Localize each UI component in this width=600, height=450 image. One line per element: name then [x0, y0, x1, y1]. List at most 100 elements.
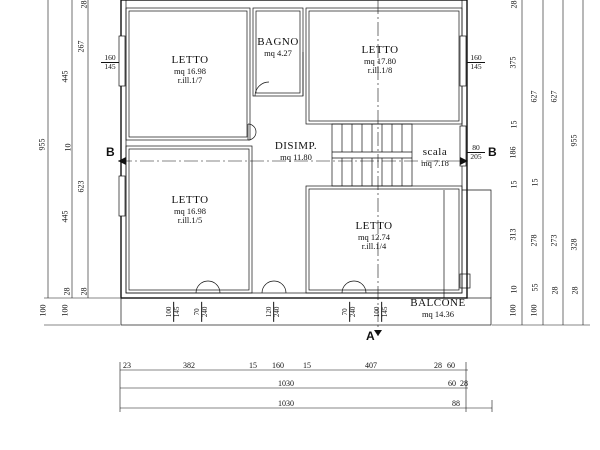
stair-treads	[332, 124, 412, 186]
room-area: mq 4.27	[264, 47, 292, 58]
dim-right-186: 186	[508, 146, 518, 159]
window-west-2	[118, 175, 126, 217]
dim-left-b100b: 100	[60, 304, 70, 317]
window-east-2	[459, 125, 467, 167]
room-ill: r.ill.1/7	[177, 75, 203, 86]
dim-left-b28c: 28	[62, 287, 72, 296]
room-area: mq 17.80	[363, 55, 397, 66]
room-ill: r.ill.1/4	[361, 241, 387, 252]
dim-right-15a: 15	[509, 120, 519, 129]
bottom-dim-lines	[119, 362, 493, 412]
dim-right-273: 273	[549, 234, 559, 247]
opening-door-mid: 120 240	[265, 301, 282, 322]
dim-right-375: 375	[508, 56, 518, 69]
section-mark-b-left: B	[106, 145, 115, 159]
opening-height: 145	[470, 61, 482, 71]
arrow-a	[374, 330, 382, 336]
opening-height: 240	[201, 306, 210, 318]
opening-width: 80	[467, 144, 485, 153]
dim-bottom-23: 23	[123, 361, 131, 370]
dim-bottom-60: 60	[447, 361, 455, 370]
right-dim-lines	[492, 0, 590, 326]
dim-right-100b: 100	[529, 304, 539, 317]
door-nw-swing	[247, 123, 257, 141]
dim-right-955: 955	[569, 134, 579, 147]
dim-bottom-28: 28	[434, 361, 442, 370]
left-dim-lines	[44, 0, 120, 326]
dim-left-b100a: 100	[38, 304, 48, 317]
window-east-1	[459, 35, 467, 87]
section-mark-a: A	[366, 329, 375, 343]
dim-right-627b: 627	[549, 90, 559, 103]
dim-left-10: 10	[63, 143, 73, 152]
door-bagno-swing	[254, 81, 270, 97]
dim-right-278: 278	[529, 234, 539, 247]
door-sw-swing	[195, 280, 221, 294]
opening-height: 240	[273, 306, 282, 318]
opening-width: 160	[101, 54, 119, 63]
dim-right-28b: 28	[570, 286, 580, 295]
opening-door-sw: 100 145	[165, 301, 182, 322]
dim-bottom-407: 407	[365, 361, 377, 370]
room-name: LETTO	[355, 220, 393, 232]
dim-left-267: 267	[76, 40, 86, 53]
room-letto-se: LETTO mq 12.74 r.ill.1/4	[334, 220, 414, 252]
balcony-slab	[120, 297, 492, 326]
room-scala: scala mq 7.18	[413, 146, 457, 168]
opening-height: 145	[381, 306, 390, 318]
dim-left-623: 623	[76, 180, 86, 193]
room-area: mq 7.18	[421, 157, 449, 168]
door-mid-swing	[261, 280, 287, 294]
dim-right-313: 313	[508, 228, 518, 241]
room-name: scala	[422, 146, 448, 158]
room-name: LETTO	[171, 194, 209, 206]
room-ill: r.ill.1/8	[367, 65, 393, 76]
room-name: LETTO	[361, 44, 399, 56]
dim-bottom-60b: 60	[448, 379, 456, 388]
dim-bottom-1030a: 1030	[278, 379, 294, 388]
room-letto-sw: LETTO mq 16.98 r.ill.1/5	[150, 194, 230, 226]
room-balcone: BALCONE mq 14.36	[398, 297, 478, 319]
room-letto-nw: LETTO mq 16.98 r.ill.1/7	[150, 54, 230, 86]
room-area: mq 12.74	[357, 231, 391, 242]
section-mark-b-right: B	[488, 145, 497, 159]
opening-west-window: 160 145	[101, 54, 119, 71]
dim-right-15c: 15	[530, 178, 540, 187]
dim-bottom-88: 88	[452, 399, 460, 408]
room-letto-nw-wall	[125, 7, 251, 141]
dim-right-627a: 627	[529, 90, 539, 103]
dim-right-55: 55	[530, 283, 540, 292]
room-disimp: DISIMP. mq 11.80	[262, 140, 330, 162]
dim-bottom-15b: 15	[303, 361, 311, 370]
opening-height: 205	[470, 151, 482, 161]
room-name: DISIMP.	[274, 140, 318, 152]
dim-left-lower: 445	[60, 210, 70, 223]
balcony-wing	[462, 189, 492, 298]
arrow-b-right	[460, 157, 468, 165]
opening-width: 160	[467, 54, 485, 63]
window-west-1	[118, 35, 126, 87]
room-area: mq 16.98	[173, 205, 207, 216]
opening-door-se: 70 240	[341, 301, 358, 322]
dim-bottom-15a: 15	[249, 361, 257, 370]
dim-bottom-28b: 28	[460, 379, 468, 388]
room-ill: r.ill.1/5	[177, 215, 203, 226]
door-se-swing	[341, 280, 367, 294]
dim-bottom-1030b: 1030	[278, 399, 294, 408]
room-name: BALCONE	[410, 297, 466, 309]
dim-left-upper: 445	[60, 70, 70, 83]
opening-door-e: 100 145	[373, 301, 390, 322]
opening-stair-window: 80 205	[467, 144, 485, 161]
dim-right-28c: 28	[509, 0, 519, 9]
dim-right-10: 10	[509, 285, 519, 294]
dim-bottom-160: 160	[272, 361, 284, 370]
room-letto-sw-wall	[125, 145, 253, 294]
dim-bottom-382: 382	[183, 361, 195, 370]
opening-east-window: 160 145	[467, 54, 485, 71]
room-name: LETTO	[171, 54, 209, 66]
opening-door-sw2: 70 240	[193, 301, 210, 322]
room-name: BAGNO	[257, 36, 299, 48]
chimney	[459, 273, 471, 289]
room-letto-ne: LETTO mq 17.80 r.ill.1/8	[340, 44, 420, 76]
